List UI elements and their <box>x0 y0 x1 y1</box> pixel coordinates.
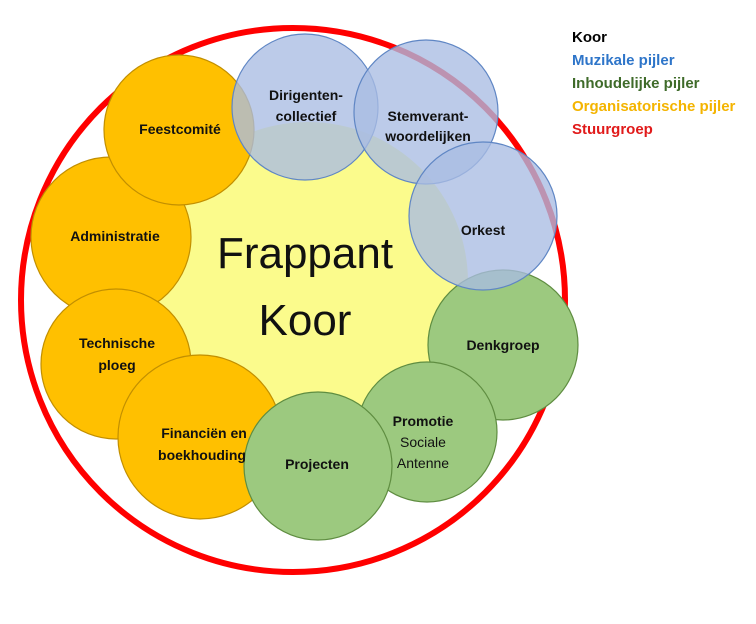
label-promotie-line2: Sociale <box>400 434 446 450</box>
label-dirigenten-line1: Dirigenten- <box>269 87 343 103</box>
legend-item-organisatorische-pijler: Organisatorische pijler <box>572 98 736 115</box>
label-dirigenten-line2: collectief <box>276 108 337 124</box>
center-title-line2: Koor <box>259 296 352 345</box>
legend-item-koor: Koor <box>572 29 607 46</box>
label-promotie-line1: Promotie <box>393 413 454 429</box>
label-orkest: Orkest <box>461 222 506 238</box>
label-financien-line2: boekhouding <box>158 447 246 463</box>
label-technische-line2: ploeg <box>98 357 135 373</box>
circle-orkest <box>408 141 558 291</box>
legend-item-inhoudelijke-pijler: Inhoudelijke pijler <box>572 75 700 92</box>
label-projecten: Projecten <box>285 456 349 472</box>
label-denkgroep: Denkgroep <box>466 337 539 353</box>
label-financien-line1: Financiën en <box>161 425 247 441</box>
label-administratie: Administratie <box>70 228 160 244</box>
legend-item-stuurgroep: Stuurgroep <box>572 121 653 138</box>
label-promotie-line3: Antenne <box>397 455 449 471</box>
label-technische-line1: Technische <box>79 335 155 351</box>
circle-projecten <box>243 391 393 541</box>
center-title-line1: Frappant <box>217 229 393 278</box>
label-stemverant-line1: Stemverant- <box>388 108 469 124</box>
legend: Koor Muzikale pijler Inhoudelijke pijler… <box>572 26 735 141</box>
label-stemverant-line2: woordelijken <box>384 128 471 144</box>
legend-item-muzikale-pijler: Muzikale pijler <box>572 52 675 69</box>
label-feestcomite: Feestcomité <box>139 121 221 137</box>
